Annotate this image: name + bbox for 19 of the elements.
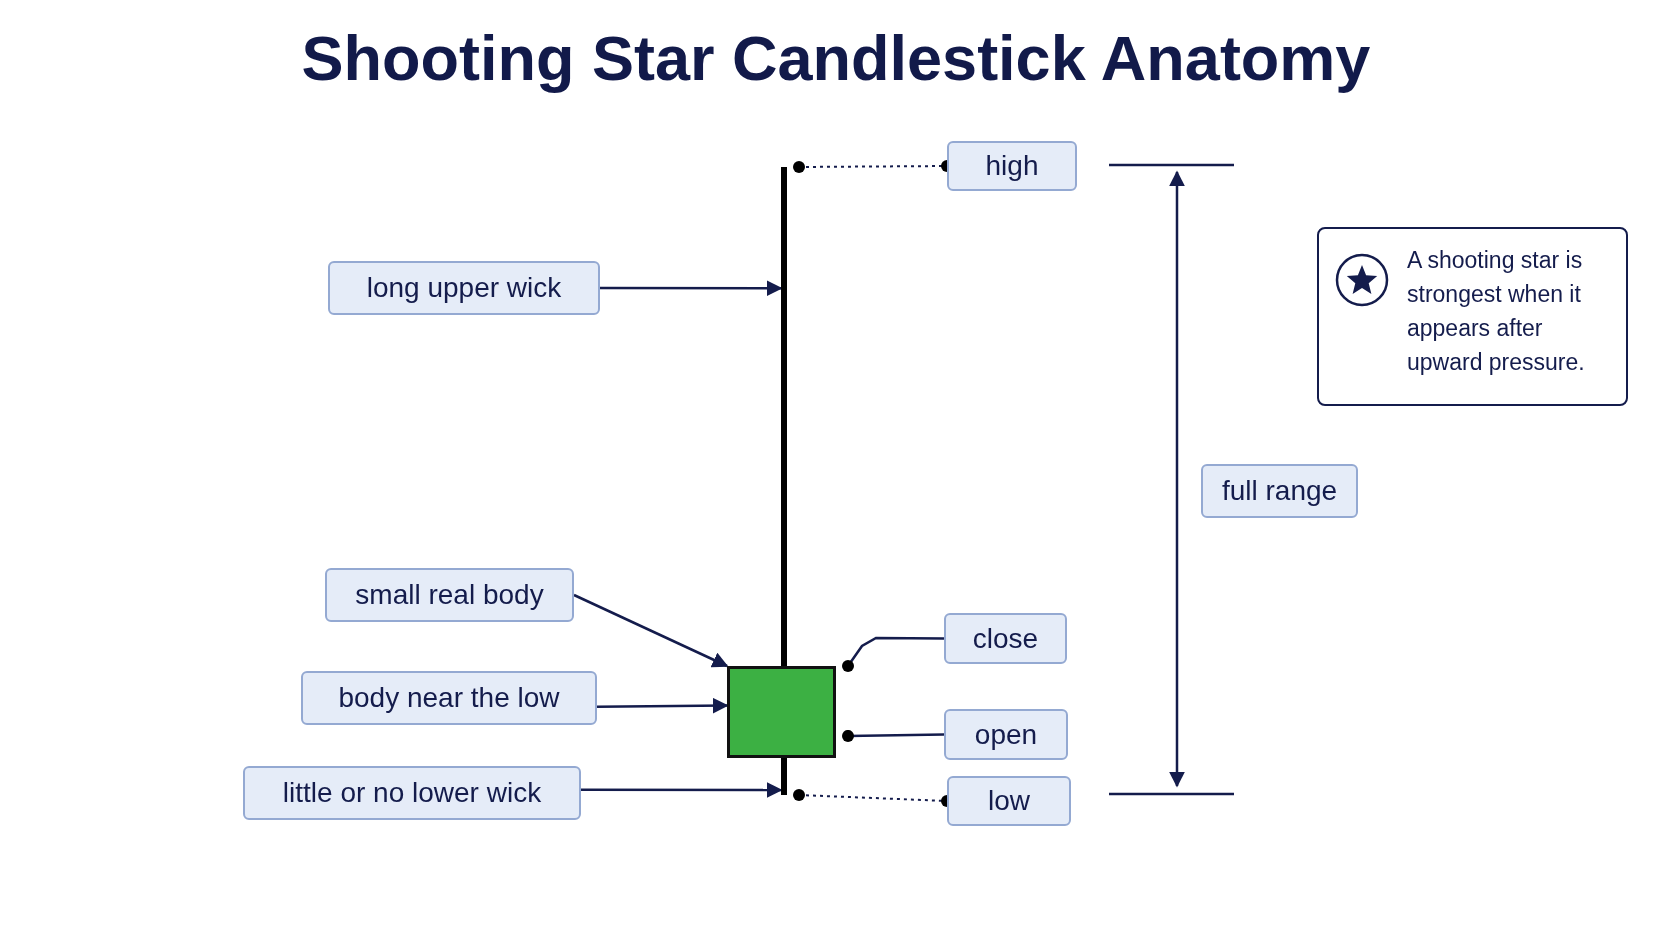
- callout-label: close: [944, 613, 1067, 664]
- note-text: A shooting star is strongest when it appears after upward pressure.: [1407, 246, 1586, 377]
- callout-label: small real body: [325, 568, 574, 622]
- arrow: [597, 697, 729, 714]
- leader-line: [842, 729, 944, 742]
- title: Shooting Star Candlestick Anatomy: [300, 22, 1372, 94]
- leader-line: [842, 636, 944, 672]
- callout-label: full range: [1201, 464, 1358, 518]
- candle-body: [727, 666, 836, 758]
- callout-label: long upper wick: [328, 261, 600, 315]
- callout-label: low: [947, 776, 1071, 826]
- arrow: [600, 280, 783, 297]
- arrow: [581, 781, 783, 798]
- callout-label: high: [947, 141, 1077, 191]
- callout-label: open: [944, 709, 1068, 760]
- note-box: [1317, 227, 1628, 406]
- callout-label: body near the low: [301, 671, 597, 725]
- callout-label: little or no lower wick: [243, 766, 581, 820]
- arrow: [573, 593, 729, 668]
